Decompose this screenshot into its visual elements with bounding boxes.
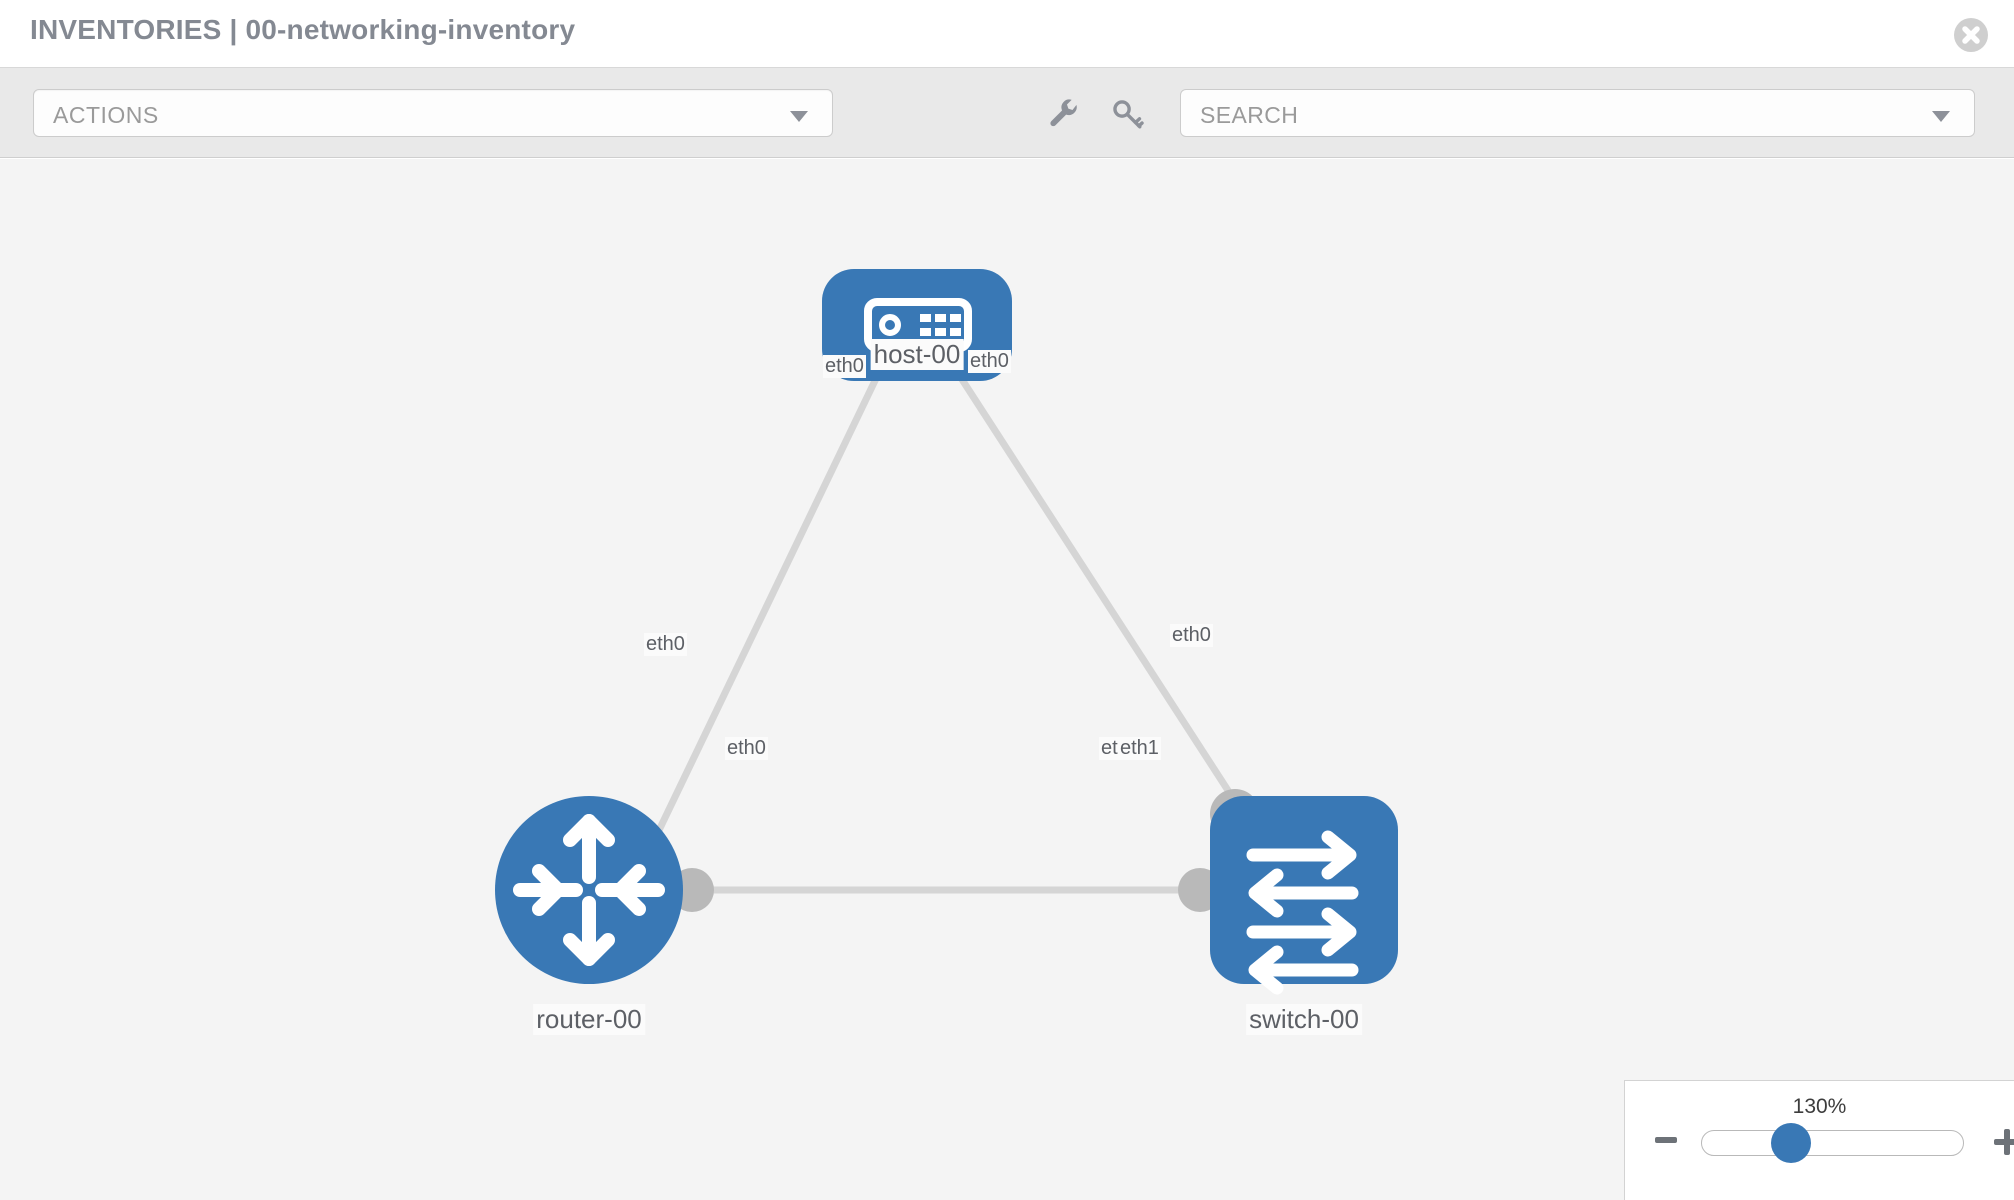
iface-label-router00-eth0: eth0 [725,737,768,760]
zoom-slider-thumb[interactable] [1771,1123,1811,1163]
node-label-switch-00[interactable]: switch-00 [1246,1004,1362,1035]
router-arrows-icon [513,814,665,966]
plus-icon [1994,1129,2014,1155]
topology-graph [495,269,1398,995]
node-label-router-00[interactable]: router-00 [533,1004,645,1035]
chevron-down-icon [790,111,808,122]
zoom-slider-track[interactable] [1701,1130,1964,1156]
search-input[interactable]: SEARCH [1180,89,1975,137]
key-icon [1113,100,1144,129]
switch-arrows-icon [1246,830,1359,995]
close-button[interactable] [1954,18,1988,52]
wrench-button[interactable] [1046,97,1080,131]
iface-label-router00-uplink: eth0 [644,633,687,656]
topology-canvas[interactable]: host-00 router-00 switch-00 eth0 eth0 et… [0,159,2014,1200]
wrench-icon [1050,99,1077,127]
minus-icon [1655,1137,1677,1143]
close-icon [1962,26,1980,44]
iface-label-switch00-uplink: eth0 [1170,624,1213,647]
key-button[interactable] [1110,97,1144,131]
actions-dropdown[interactable]: ACTIONS [33,89,833,137]
page-header: INVENTORIES | 00-networking-inventory [0,0,2014,68]
search-placeholder: SEARCH [1200,102,1299,128]
page-title: INVENTORIES | 00-networking-inventory [30,14,576,45]
actions-dropdown-label: ACTIONS [53,102,159,128]
search-chevron-down-icon[interactable] [1932,111,1950,122]
zoom-level-value: 130% [1792,1095,1847,1118]
edge-host00-switch00[interactable] [949,362,1243,811]
node-switch-00[interactable] [1210,796,1398,995]
iface-label-host00-right: eth0 [968,350,1011,373]
edge-host00-router00[interactable] [646,362,887,851]
zoom-control-panel: 130% [1624,1080,2014,1200]
node-router-00[interactable] [495,796,683,984]
iface-label-switch00-eth1: eth1 [1118,737,1161,760]
node-label-host-00[interactable]: host-00 [870,339,964,370]
toolbar: ACTIONS SEARCH [0,68,2014,158]
iface-label-host00-left: eth0 [823,355,866,378]
